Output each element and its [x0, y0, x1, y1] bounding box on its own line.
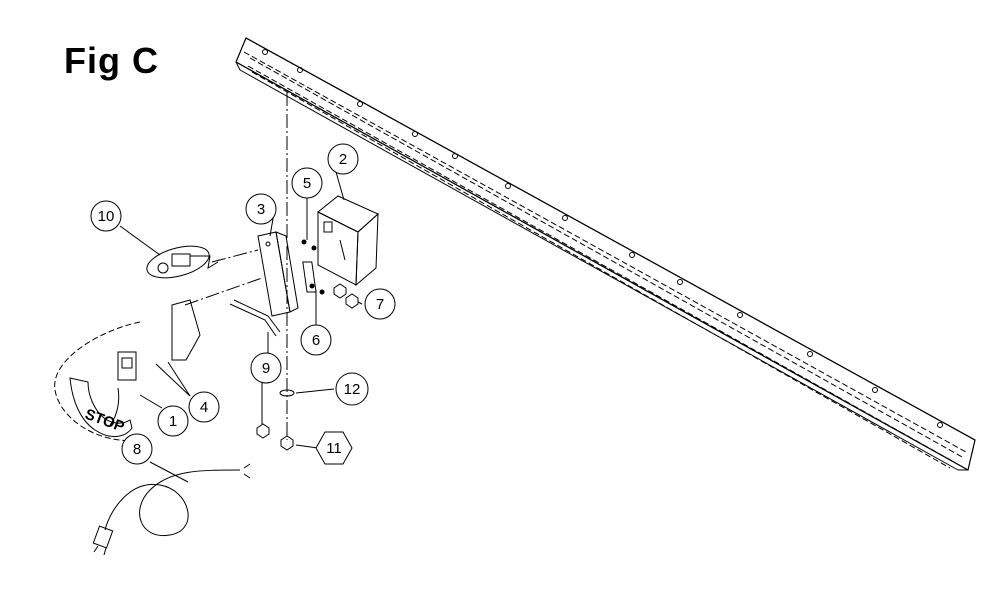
callout-10-label: 10 [98, 208, 115, 225]
angle-rail [235, 37, 976, 471]
callout-6-label: 6 [312, 332, 320, 349]
callout-2-label: 2 [339, 151, 347, 168]
electrical-box [317, 195, 379, 287]
callout-7-label: 7 [376, 296, 384, 313]
callout-5-label: 5 [303, 175, 311, 192]
leader-1a [184, 277, 263, 306]
switch-strap [229, 299, 281, 337]
callout-9: 9 [250, 352, 282, 384]
callout-2: 2 [327, 143, 359, 175]
screws [301, 239, 325, 295]
callout-4-label: 4 [200, 399, 208, 416]
leader-10 [211, 249, 259, 263]
figure-title: Fig C [64, 40, 159, 81]
callout-leaders [119, 171, 363, 483]
callout-11-label: 11 [326, 440, 342, 457]
callout-8-label: 8 [133, 441, 141, 458]
callout-12-label: 12 [344, 381, 361, 398]
callout-11: 11 [315, 431, 353, 465]
callout-5: 5 [291, 167, 323, 199]
rail-holes [262, 49, 943, 428]
callout-8: 8 [121, 433, 153, 465]
callout-6: 6 [300, 324, 332, 356]
callout-1: 1 [157, 405, 189, 437]
callout-3-label: 3 [257, 201, 265, 218]
callout-7: 7 [364, 288, 396, 320]
assembly-outline [54, 321, 141, 442]
callout-4: 4 [188, 391, 220, 423]
callout-10: 10 [90, 200, 122, 232]
power-cord [92, 463, 251, 556]
callout-9-label: 9 [262, 360, 270, 377]
callout-1-label: 1 [169, 413, 177, 430]
callout-12: 12 [335, 372, 369, 406]
bottom-hardware [256, 389, 295, 451]
callout-3: 3 [245, 193, 277, 225]
plug-connector [146, 245, 219, 279]
nuts [333, 283, 359, 309]
